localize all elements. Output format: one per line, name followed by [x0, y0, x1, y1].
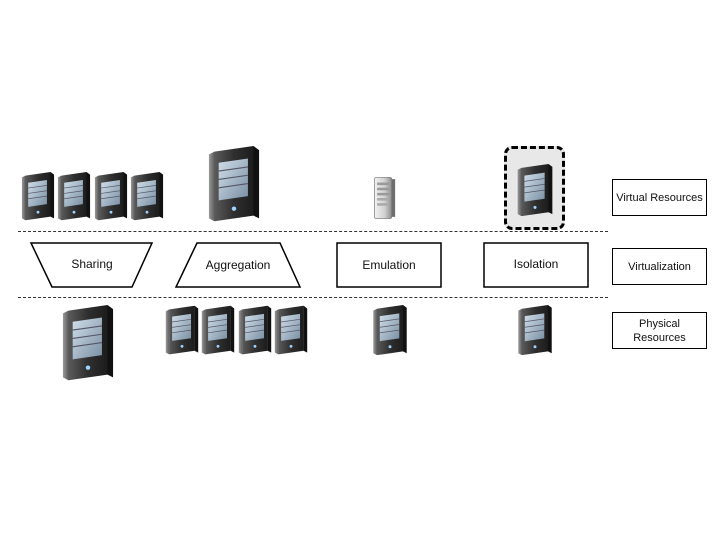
server-icon [164, 305, 200, 357]
physical-layer-separator [18, 297, 608, 298]
isolation-label: Isolation [513, 257, 559, 271]
server-icon [273, 305, 309, 357]
server-icon [237, 305, 273, 357]
isolation-highlight [504, 146, 565, 230]
sharing-label: Sharing [71, 257, 113, 271]
server-icon [60, 305, 116, 383]
server-icon [371, 305, 409, 357]
server-icon [200, 305, 236, 357]
virtual-resources-label: Virtual Resources [612, 179, 707, 216]
emulation-shape [336, 242, 442, 288]
emulation-label: Emulation [362, 258, 416, 272]
server-icon [516, 305, 554, 357]
isolation-shape [483, 242, 589, 288]
virtualization-label: Virtualization [612, 248, 707, 285]
aggregation-label: Aggregation [205, 258, 271, 272]
virtual-layer-separator [18, 231, 608, 232]
physical-resources-label: Physical Resources [612, 312, 707, 349]
sharing-shape [29, 242, 154, 288]
aggregation-shape [174, 242, 302, 288]
